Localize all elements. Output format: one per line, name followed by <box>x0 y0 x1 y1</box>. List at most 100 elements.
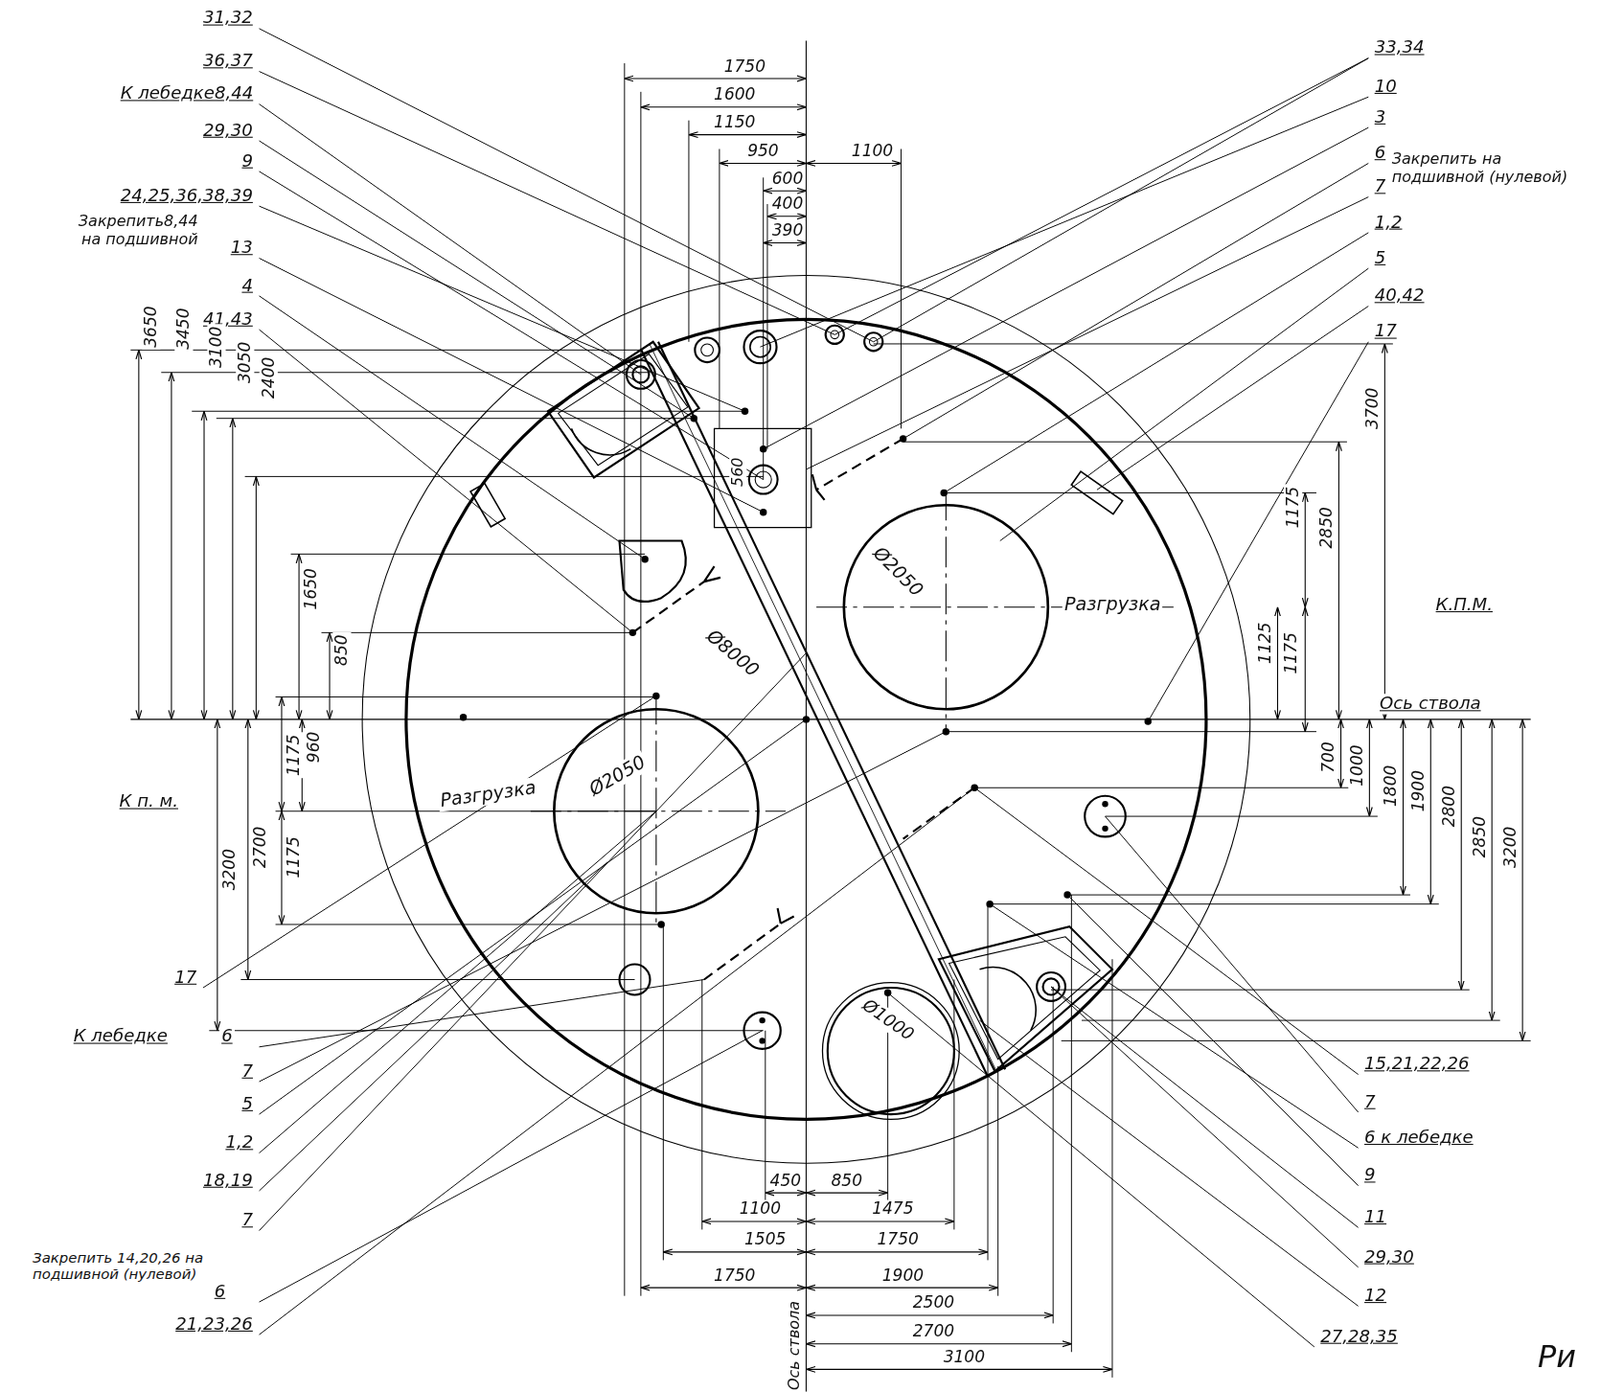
dimension-lines-part <box>640 1287 807 1289</box>
dimension-lines-part <box>805 1343 1072 1345</box>
dimension-lines-part <box>1430 719 1432 905</box>
dimension-label: 400 <box>770 194 806 214</box>
dimension-label: 2700 <box>911 1322 958 1342</box>
callout-label: 15,21,22,26 <box>1362 1053 1472 1075</box>
callout-label: 17 <box>1372 321 1399 343</box>
callout-label: К лебедке <box>71 1026 170 1047</box>
dimension-label: 1900 <box>880 1266 927 1286</box>
callout-label: К.П.М. <box>1433 594 1495 616</box>
dimension-label: 2800 <box>1439 783 1459 830</box>
dimension-lines-part <box>247 719 249 981</box>
dimension-lines-part <box>1338 441 1340 720</box>
hoist-symbols-part <box>704 566 721 582</box>
dimension-lines-part <box>1461 719 1463 990</box>
dimension-lines-part <box>1304 492 1306 607</box>
callout-label: 6 к лебедке <box>1362 1127 1476 1148</box>
outline-part <box>558 354 688 466</box>
dimension-label: 1000 <box>1348 742 1368 789</box>
dimension-label: 390 <box>770 221 806 241</box>
extension-lines <box>130 63 1531 1378</box>
dimension-lines-part <box>805 1192 888 1194</box>
dimension-lines-part <box>1369 719 1371 817</box>
dimension-lines-part <box>298 553 300 720</box>
callout-label: 7 <box>1362 1092 1378 1113</box>
hoist-symbols-part <box>812 474 825 501</box>
dimension-lines-part <box>805 1369 1113 1371</box>
callout-label: 5 <box>239 1094 255 1115</box>
dimension-lines-part <box>640 106 807 108</box>
dimension-lines-part <box>1491 719 1493 1021</box>
callout-label: 31,32 <box>201 8 255 29</box>
dimension-lines-part <box>203 411 205 720</box>
dimension-lines-part <box>170 372 172 720</box>
outline-part <box>827 987 955 1115</box>
callout-label: 3 <box>1372 107 1389 128</box>
dimension-lines-part <box>280 696 282 811</box>
dimension-lines-part <box>1384 343 1386 720</box>
callout-label: К лебедке8,44 <box>118 83 256 104</box>
dimension-label: 2400 <box>258 354 278 401</box>
dimension-label: Закрепить 14,20,26 на подшивной (нулевой… <box>30 1249 208 1282</box>
callout-label: 36,37 <box>201 50 255 71</box>
dimension-label: 1175 <box>284 834 304 881</box>
dimension-lines-part <box>765 1192 807 1194</box>
callout-label: 9 <box>1362 1165 1378 1186</box>
points-part <box>1101 825 1108 832</box>
callout-label: 29,30 <box>201 120 255 141</box>
dimension-lines-part <box>1277 607 1279 720</box>
dimension-label: 3450 <box>174 305 194 352</box>
center-lines-part <box>945 489 947 735</box>
leader-lines-part <box>259 28 874 634</box>
dimension-label: 700 <box>1319 739 1339 776</box>
dimension-label: 2850 <box>1317 504 1337 551</box>
callout-label: 7 <box>239 1210 255 1231</box>
dimension-label: Разгрузка <box>1062 593 1164 615</box>
callout-label: 33,34 <box>1372 37 1427 58</box>
outline-part <box>701 343 714 357</box>
dimension-lines-part <box>1304 607 1306 732</box>
dimension-label: 1750 <box>711 1266 758 1286</box>
extension-lines-part <box>208 696 763 1030</box>
leader-lines-part <box>203 653 975 1335</box>
extension-lines-part <box>624 63 902 1297</box>
dimension-label: 2500 <box>911 1294 958 1314</box>
dimension-lines-part <box>280 811 282 925</box>
dimension-lines <box>138 78 1523 1370</box>
callout-label: 6 <box>212 1281 229 1303</box>
callout-label: 6 <box>1372 142 1389 163</box>
dimension-lines-part <box>763 242 807 244</box>
dimension-lines-part <box>688 134 806 136</box>
extension-lines-part <box>662 894 1113 1378</box>
dimension-lines-part <box>1340 719 1342 788</box>
dimension-label: 600 <box>770 169 806 189</box>
dimension-lines-part <box>805 1314 1053 1316</box>
outline-part <box>938 926 1113 1072</box>
callout-label: 11 <box>1362 1207 1389 1228</box>
callout-label: 21,23,26 <box>173 1314 255 1335</box>
dimension-label: 2700 <box>251 823 271 870</box>
callout-label: 10 <box>1372 76 1399 97</box>
points-part <box>758 1037 765 1044</box>
dimension-label: 1125 <box>1256 619 1276 666</box>
dimension-label: 1750 <box>874 1231 921 1251</box>
callout-label: 18,19 <box>201 1170 255 1191</box>
dimension-lines-part <box>137 349 139 720</box>
hoist-symbols-part <box>816 438 904 490</box>
dimension-label: 850 <box>332 632 352 668</box>
dimension-label: 1600 <box>711 85 758 105</box>
dimension-label: 450 <box>767 1171 803 1191</box>
callout-label: 1,2 <box>223 1132 255 1153</box>
dimension-label: 3650 <box>141 303 161 350</box>
points-part <box>1101 800 1108 807</box>
dimension-label: 3050 <box>235 340 255 387</box>
callout-label: 6 <box>219 1026 235 1047</box>
callout-label: 27,28,35 <box>1318 1326 1400 1348</box>
dimension-label: 1800 <box>1381 763 1401 810</box>
dimension-label: 3700 <box>1363 385 1383 432</box>
center-lines-part <box>130 718 1531 720</box>
dimension-lines-part <box>662 1251 806 1253</box>
dimension-label: 1475 <box>869 1200 916 1220</box>
dimension-label: 950 <box>745 141 781 161</box>
callout-label: 1,2 <box>1372 212 1405 233</box>
